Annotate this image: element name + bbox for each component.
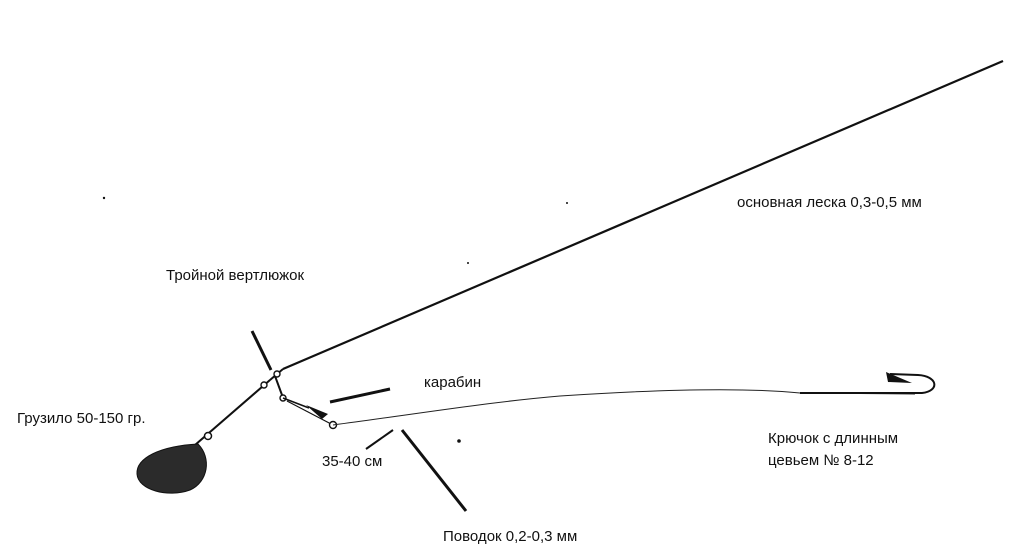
hook-label-line2: цевьем № 8-12 — [768, 452, 874, 469]
carabiner — [282, 397, 338, 430]
main-line — [282, 59, 1004, 371]
triple-swivel — [260, 368, 287, 402]
hook-label: Крючок с длинным цевьем № 8-12 — [768, 428, 898, 472]
stray-dot — [467, 262, 469, 264]
pointer-leader — [400, 429, 468, 512]
pointer-length — [365, 429, 394, 450]
pointer-swivel — [250, 330, 273, 371]
leader-length-label: 35-40 см — [322, 453, 383, 470]
carabiner-label: карабин — [424, 374, 482, 391]
sinker — [136, 443, 207, 494]
hook-label-line1: Крючок с длинным — [768, 430, 899, 447]
hook — [800, 372, 936, 394]
leader-label: Поводок 0,2-0,3 мм — [443, 528, 578, 545]
pointer-carabiner — [329, 387, 391, 404]
stray-dot — [457, 439, 461, 443]
triple-swivel-label: Тройной вертлюжок — [166, 267, 305, 284]
leader-line — [332, 389, 916, 426]
stray-dot — [566, 202, 568, 204]
sinker-ring — [203, 431, 213, 441]
main-line-label: основная леска 0,3-0,5 мм — [737, 194, 922, 211]
sinker-label: Грузило 50-150 гр. — [17, 410, 146, 427]
stray-dot — [102, 196, 106, 200]
